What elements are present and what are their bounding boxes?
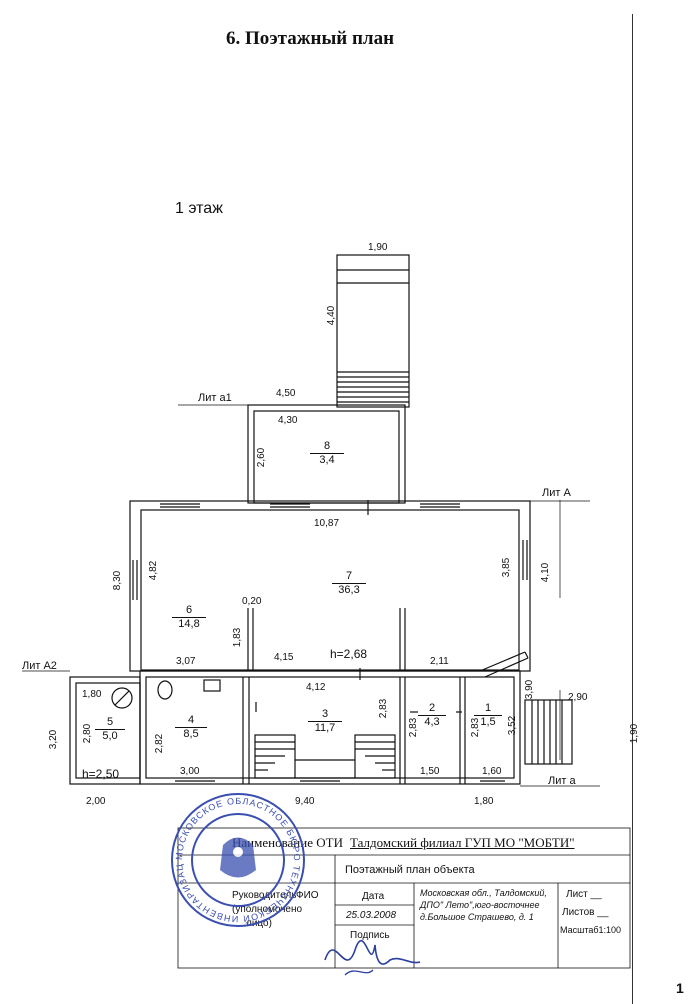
sign-label: Подпись (350, 930, 390, 941)
dim-label: 3,07 (176, 656, 196, 667)
scale-label: Масштаб1:100 (560, 925, 622, 935)
dim-label: 1,80 (474, 796, 494, 807)
room-4-label: 4 8,5 (175, 714, 207, 741)
room-number: 6 (172, 604, 206, 618)
handwritten-signature (324, 940, 421, 976)
head-label-1: Руководитель (232, 890, 297, 901)
room-area: 5,0 (102, 730, 118, 742)
room-number: 2 (418, 702, 446, 716)
room-area: 14,8 (178, 618, 200, 630)
room-8-label: 8 3,4 (310, 440, 344, 467)
room-number: 7 (332, 570, 366, 584)
dim-label: 2,90 (568, 692, 588, 703)
dim-label: 1,80 (82, 689, 102, 700)
room-number: 4 (175, 714, 207, 728)
room-2-label: 2 4,3 (418, 702, 446, 729)
room-area: 8,5 (183, 728, 199, 740)
lit-small-a-label: Лит a (548, 775, 576, 787)
room-area: 4,3 (424, 716, 440, 728)
room-number: 3 (308, 708, 342, 722)
room-7-label: 7 36,3 (332, 570, 366, 597)
seal-emblem (220, 837, 256, 878)
room-area: 1,5 (480, 716, 496, 728)
dim-label: 4,15 (274, 652, 294, 663)
sheet-label: Лист __ (566, 889, 602, 900)
interior-stairs (254, 734, 396, 779)
page-title: 6. Поэтажный план (225, 28, 395, 49)
round-seal-stamp: МОСКОВСКОЕ ОБЛАСТНОЕ БЮРО ТЕХНИЧЕСКОЙ ИН… (168, 790, 305, 927)
sheets-label: Листов __ (562, 907, 609, 918)
doc-type: Поэтажный план объекта (345, 864, 475, 876)
page-mark: 1 (676, 980, 684, 996)
dim-label: 4,50 (276, 388, 296, 399)
room-number: 1 (474, 702, 502, 716)
dim-label: 2,11 (430, 656, 449, 667)
date-label: Дата (362, 891, 385, 902)
dim-label: 9,40 (295, 796, 315, 807)
ceiling-height-main: h=2,68 (330, 647, 368, 661)
room-area: 36,3 (338, 584, 360, 596)
room-6-label: 6 14,8 (172, 604, 206, 631)
sink-symbol (203, 679, 221, 692)
dim-label: 1,60 (482, 766, 502, 777)
room-5-label: 5 5,0 (95, 716, 125, 743)
org-value: Талдомский филиал ГУП МО "МОБТИ" (350, 835, 575, 850)
room-number: 8 (310, 440, 344, 454)
dim-label: 0,20 (242, 596, 262, 607)
dim-label: 3,00 (180, 766, 200, 777)
stair-treads-top (337, 371, 409, 403)
room-area: 11,7 (314, 722, 336, 734)
porch-stair-top (336, 254, 410, 408)
porch-right (524, 699, 573, 765)
date-value: 25.03.2008 (346, 910, 397, 921)
dim-label: 1,50 (420, 766, 440, 777)
dim-label: 1,90 (368, 242, 388, 253)
toilet-symbol (157, 680, 173, 700)
head-label-2: (уполномочено (232, 904, 303, 915)
ceiling-height-a2: h=2,50 (82, 767, 120, 781)
org-label: Наименование ОТИ (232, 835, 343, 850)
fio-label: ФИО (296, 890, 319, 901)
room-3-label: 3 11,7 (308, 708, 342, 735)
dim-label: 2,00 (86, 796, 106, 807)
lit-a-label: Лит A (542, 487, 571, 499)
address-line-3: д.Большое Страшево, д. 1 (420, 912, 534, 922)
lit-a1-label: Лит a1 (198, 392, 232, 404)
floor-label: 1 этаж (175, 200, 223, 217)
room-area: 3,4 (319, 454, 335, 466)
dim-label: 4,12 (306, 682, 326, 693)
room-number: 5 (95, 716, 125, 730)
room-1-label: 1 1,5 (474, 702, 502, 729)
boiler-symbol (111, 687, 133, 709)
address-line-2: ДПО" Лето",юго-восточнее (420, 900, 540, 910)
page-edge-line (632, 14, 633, 1004)
lit-a2-label: Лит A2 (22, 660, 57, 672)
dim-label: 10,87 (314, 518, 340, 529)
address-line-1: Московская обл., Талдомский, (420, 888, 547, 898)
dim-label: 4,30 (278, 415, 298, 426)
